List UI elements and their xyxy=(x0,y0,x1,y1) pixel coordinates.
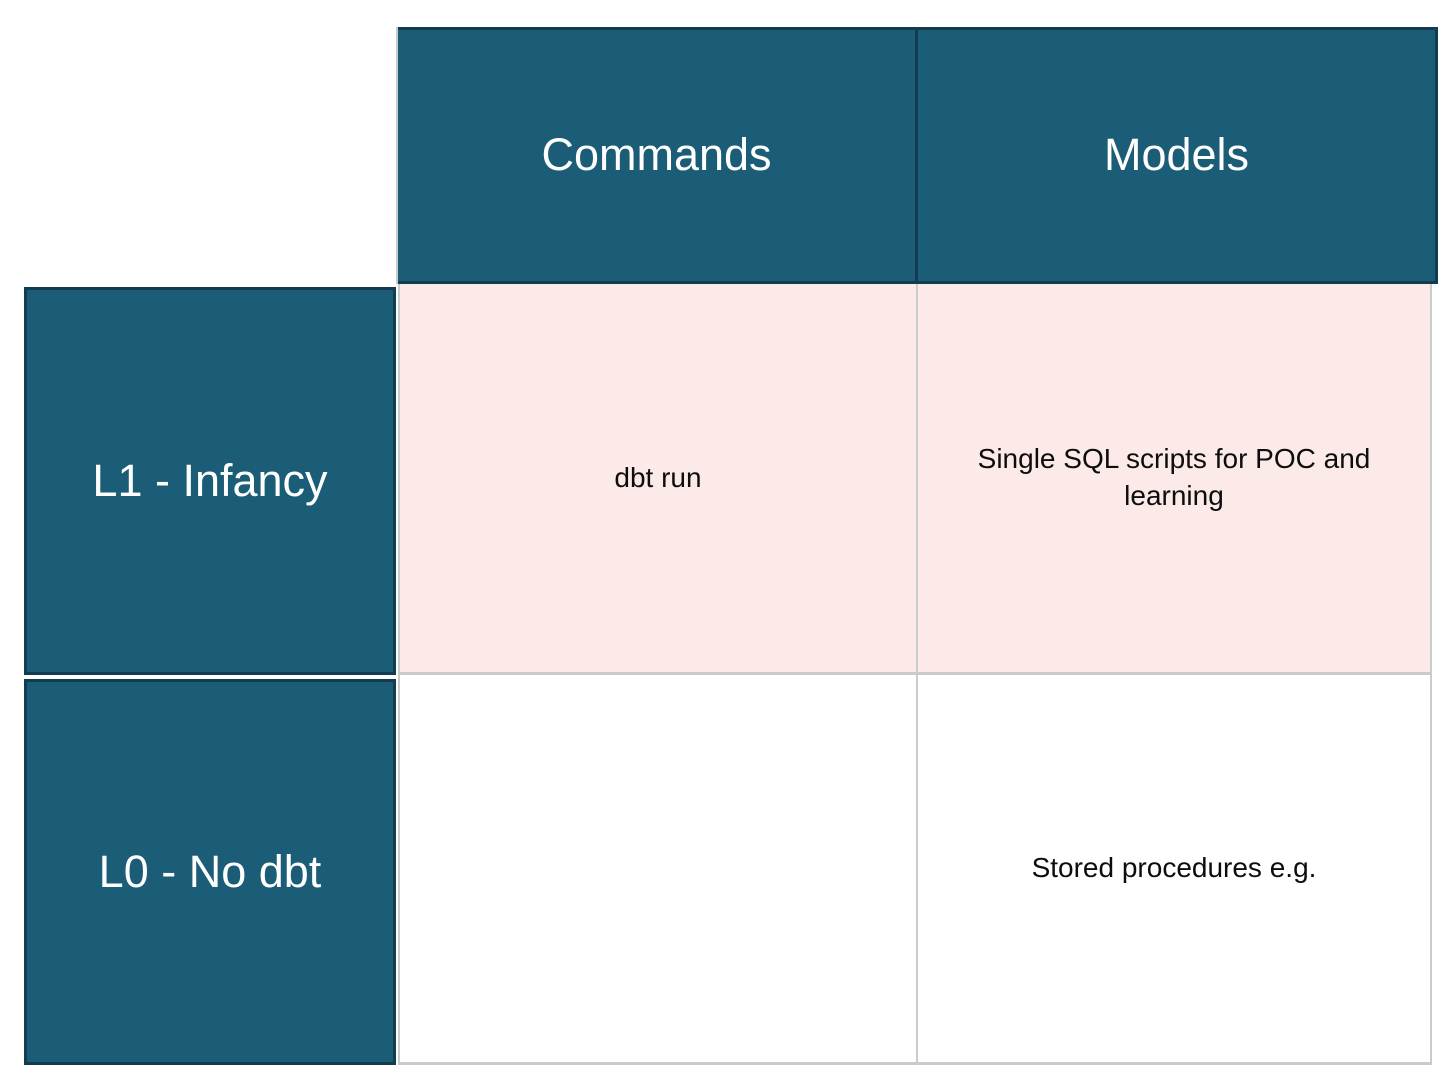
column-header-commands-label: Commands xyxy=(541,129,772,181)
row-header-l1-infancy[interactable]: L1 - Infancy xyxy=(24,287,396,675)
column-header-row: Commands Models xyxy=(396,27,1438,284)
cell-l0-commands[interactable] xyxy=(400,675,918,1062)
cell-l1-commands[interactable]: dbt run xyxy=(400,284,918,672)
column-header-commands[interactable]: Commands xyxy=(398,27,918,284)
table-row: dbt run Single SQL scripts for POC and l… xyxy=(400,284,1430,675)
cell-l1-models[interactable]: Single SQL scripts for POC and learning xyxy=(918,284,1430,672)
column-header-models-label: Models xyxy=(1103,129,1250,181)
cell-l1-models-text: Single SQL scripts for POC and learning xyxy=(977,443,1371,511)
row-header-l0-no-dbt[interactable]: L0 - No dbt xyxy=(24,679,396,1065)
row-header-l1-infancy-label: L1 - Infancy xyxy=(92,454,328,506)
row-header-l0-no-dbt-label: L0 - No dbt xyxy=(98,845,322,897)
cell-l0-models[interactable]: Stored procedures e.g. xyxy=(918,675,1430,1062)
matrix-body: dbt run Single SQL scripts for POC and l… xyxy=(398,284,1432,1065)
cell-l0-models-text: Stored procedures e.g. xyxy=(1031,852,1317,884)
table-row: Stored procedures e.g. xyxy=(400,675,1430,1062)
cell-l1-commands-text: dbt run xyxy=(614,461,702,493)
column-header-models[interactable]: Models xyxy=(918,27,1438,284)
